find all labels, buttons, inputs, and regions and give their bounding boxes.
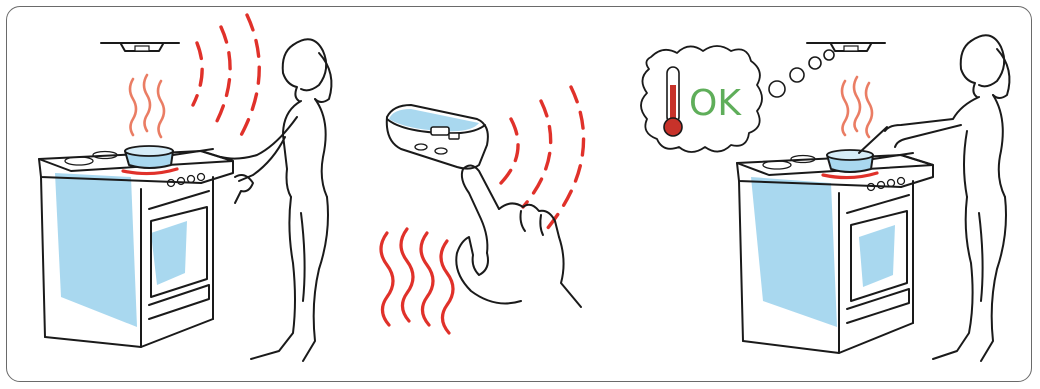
ok-status-text: OK	[689, 83, 742, 124]
stove	[737, 155, 933, 353]
frying-pan	[125, 146, 213, 168]
scene-cooking-alarm	[39, 15, 331, 361]
illustration-canvas: .ln { fill: none; stroke: #1a1a1a; strok…	[7, 7, 1032, 382]
smoke-detector-icon	[807, 43, 885, 51]
scene-silence-alarm	[381, 87, 584, 333]
heat-waves-icon	[842, 77, 872, 137]
thought-bubble: OK	[641, 46, 834, 152]
signal-waves-icon	[193, 15, 259, 139]
person-cooking	[221, 39, 331, 361]
thought-dot	[809, 57, 821, 69]
thought-dot	[769, 81, 785, 97]
stove	[39, 151, 233, 347]
thermometer-icon	[664, 67, 682, 136]
signal-waves-icon	[501, 87, 584, 229]
hand-icon	[456, 165, 581, 307]
heat-waves-icon	[130, 75, 164, 137]
thought-dot	[790, 68, 804, 82]
smoke-detector-icon	[101, 43, 179, 51]
scene-all-ok: OK	[641, 35, 1009, 361]
heat-waves-icon	[381, 229, 453, 333]
thought-dot	[824, 50, 834, 60]
smoke-detector-icon	[387, 105, 488, 169]
frying-pan	[827, 127, 913, 172]
illustration-frame: .ln { fill: none; stroke: #1a1a1a; strok…	[6, 6, 1032, 382]
person-cooking	[885, 35, 1009, 361]
